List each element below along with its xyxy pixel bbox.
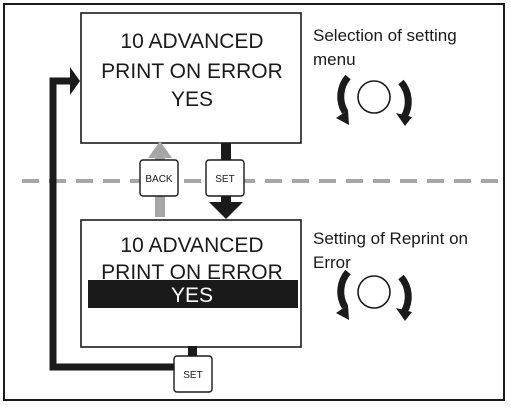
set-arrow-head: [209, 202, 243, 219]
loopback-line: [49, 77, 175, 371]
set-button-bottom[interactable]: SET: [173, 355, 213, 393]
rotary-dial-icon: [336, 269, 412, 321]
top-lcd-screen: [80, 12, 302, 144]
bottom-screen-line1: 10 ADVANCED: [120, 234, 263, 257]
top-caption-line1: Selection of setting: [313, 26, 457, 45]
set-button-middle[interactable]: SET: [205, 159, 245, 197]
selected-option-highlight: [88, 280, 298, 308]
bottom-screen-line2: PRINT ON ERROR: [101, 261, 283, 284]
bottom-caption-line2: Error: [313, 253, 351, 272]
bottom-caption-line1: Setting of Reprint on: [313, 229, 468, 248]
top-caption-line2: menu: [313, 50, 356, 69]
back-button-label: BACK: [145, 174, 173, 185]
top-screen-line3: YES: [171, 88, 213, 111]
top-screen-line1: 10 ADVANCED: [120, 30, 263, 53]
set-button-bottom-label: SET: [183, 370, 202, 381]
loopback-arrowhead: [70, 67, 80, 95]
back-arrow-head: [148, 141, 172, 158]
bottom-set-connector: [188, 346, 197, 358]
top-screen-line2: PRINT ON ERROR: [101, 60, 283, 83]
set-button-middle-label: SET: [215, 174, 234, 185]
back-button[interactable]: BACK: [139, 159, 179, 197]
rotary-dial-icon: [336, 74, 412, 126]
bottom-screen-selected-value: YES: [171, 284, 213, 307]
